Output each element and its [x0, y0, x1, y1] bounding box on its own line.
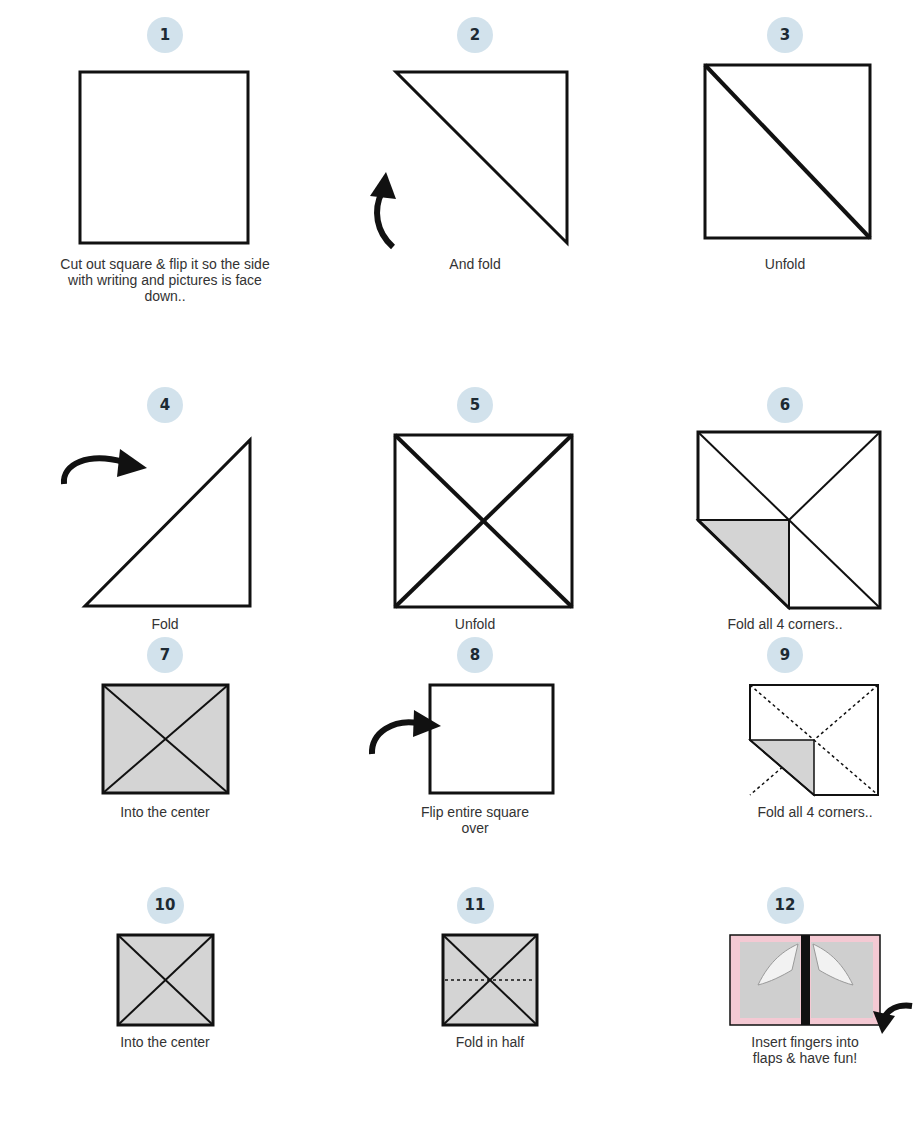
- step-caption: And fold: [375, 256, 575, 272]
- paper-square: [705, 65, 870, 238]
- step-number-text: 1: [160, 28, 170, 43]
- step-number-text: 9: [780, 648, 790, 663]
- crease-line: [395, 435, 572, 607]
- paper-outline: [698, 432, 880, 608]
- crease-line: [443, 935, 537, 1025]
- folded-square: [103, 685, 228, 793]
- crease-line: [103, 685, 228, 793]
- step-number: 3: [767, 17, 803, 53]
- step-number-text: 7: [160, 648, 170, 663]
- paper-square: [395, 435, 572, 607]
- paper-square: [430, 685, 553, 793]
- step-caption: Fold all 4 corners..: [685, 616, 885, 632]
- crease-line: [789, 520, 880, 608]
- step-number: 12: [767, 887, 804, 924]
- step-number: 4: [147, 387, 183, 423]
- step-number: 2: [457, 17, 493, 53]
- crease-line: [705, 65, 870, 238]
- step-number: 7: [147, 637, 183, 673]
- step-number: 10: [147, 887, 184, 924]
- paper-square: [80, 72, 248, 243]
- step-caption: Fold all 4 corners..: [715, 804, 915, 820]
- crease-line: [118, 935, 213, 1025]
- step-caption: Flip entire square over: [415, 804, 535, 836]
- crease-line: [698, 432, 789, 520]
- step-caption: Into the center: [65, 804, 265, 820]
- folded-triangle: [85, 440, 250, 606]
- step-caption: Fold in half: [390, 1034, 590, 1050]
- finished-fortune-teller: [730, 935, 880, 1025]
- step-number: 5: [457, 387, 493, 423]
- folded-square: [443, 935, 537, 1025]
- crease-line: [103, 685, 228, 793]
- step-number-text: 8: [470, 648, 480, 663]
- step-caption: Into the center: [65, 1034, 265, 1050]
- crease-line: [443, 935, 537, 1025]
- step-caption: Insert fingers into flaps & have fun!: [735, 1034, 875, 1066]
- step-number-text: 3: [780, 28, 790, 43]
- step-number: 8: [457, 637, 493, 673]
- step-number: 9: [767, 637, 803, 673]
- step-number-text: 11: [465, 898, 486, 913]
- step-number: 1: [147, 17, 183, 53]
- crease-line: [750, 685, 878, 795]
- crease-line: [395, 435, 572, 607]
- crease-line: [118, 935, 213, 1025]
- step-number-text: 5: [470, 398, 480, 413]
- step-number-text: 4: [160, 398, 170, 413]
- step-caption: Fold: [65, 616, 265, 632]
- paper-outline: [750, 685, 878, 795]
- step-number-text: 12: [775, 898, 796, 913]
- fold-line: [445, 979, 535, 981]
- step-number: 11: [457, 887, 494, 924]
- crease-line: [750, 685, 878, 795]
- step-caption: Unfold: [685, 256, 885, 272]
- step-number-text: 6: [780, 398, 790, 413]
- step-number-text: 2: [470, 28, 480, 43]
- curved-arrow: [64, 172, 912, 1034]
- crease-line: [789, 432, 880, 520]
- folded-square: [118, 935, 213, 1025]
- step-number-text: 10: [155, 898, 176, 913]
- step-caption: Unfold: [375, 616, 575, 632]
- step-number: 6: [767, 387, 803, 423]
- folded-triangle: [396, 72, 567, 243]
- step-caption: Cut out square & flip it so the side wit…: [50, 256, 280, 304]
